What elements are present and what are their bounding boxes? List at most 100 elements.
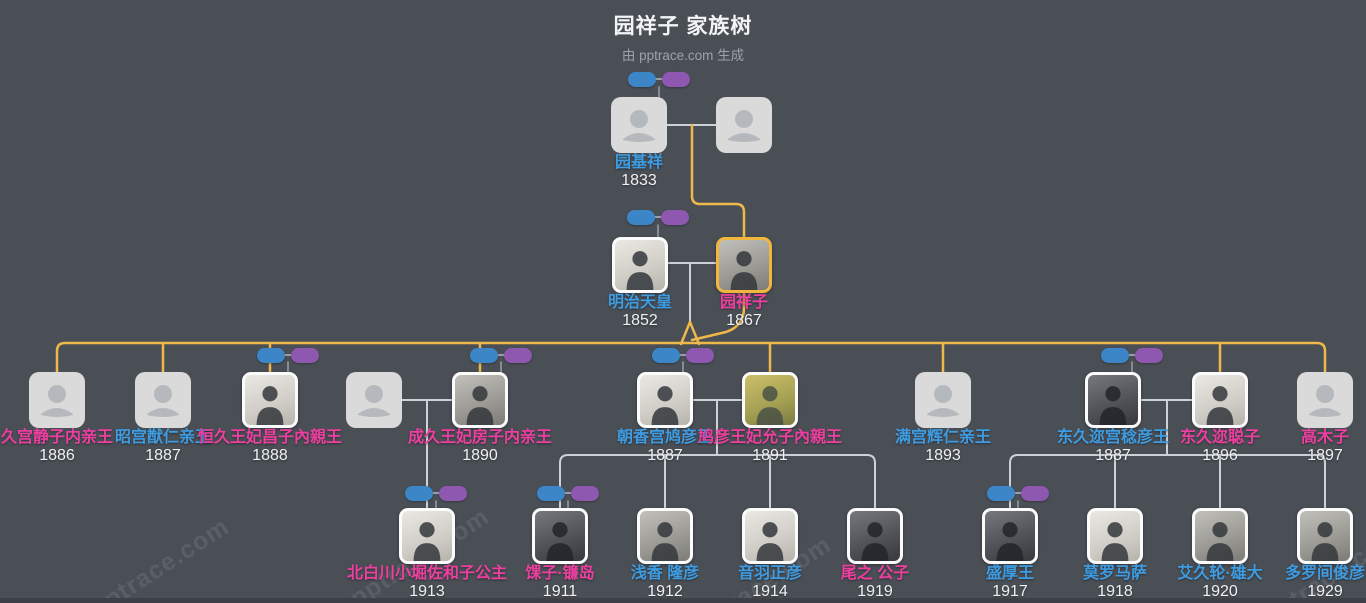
add-male-chip[interactable] bbox=[405, 486, 433, 501]
person-photo-placeholder[interactable] bbox=[611, 97, 667, 153]
person-photo[interactable] bbox=[742, 508, 798, 564]
portrait-photo-silhouette bbox=[1099, 386, 1127, 425]
add-male-chip[interactable] bbox=[652, 348, 680, 363]
person-birth-year: 1867 bbox=[726, 312, 762, 329]
add-female-chip[interactable] bbox=[439, 486, 467, 501]
person-name: 园基祥 bbox=[614, 154, 664, 171]
person-photo[interactable] bbox=[399, 508, 455, 564]
add-female-chip[interactable] bbox=[686, 348, 714, 363]
person-photo[interactable] bbox=[982, 508, 1038, 564]
chip-connector-bar bbox=[1011, 492, 1025, 494]
person-photo[interactable] bbox=[716, 237, 772, 293]
person-birth-year: 1919 bbox=[857, 583, 893, 600]
person-photo[interactable] bbox=[532, 508, 588, 564]
portrait-photo-silhouette bbox=[1206, 522, 1234, 561]
person-photo[interactable] bbox=[637, 372, 693, 428]
add-male-chip[interactable] bbox=[627, 210, 655, 225]
portrait-photo-silhouette bbox=[730, 251, 758, 290]
add-male-chip[interactable] bbox=[257, 348, 285, 363]
person-photo-placeholder[interactable] bbox=[29, 372, 85, 428]
person-birth-year: 1918 bbox=[1097, 583, 1133, 600]
connector-line bbox=[1009, 454, 1326, 509]
add-female-chip[interactable] bbox=[662, 72, 690, 87]
person-photo[interactable] bbox=[1085, 372, 1141, 428]
lineage-connector-line bbox=[690, 289, 746, 342]
add-male-chip[interactable] bbox=[628, 72, 656, 87]
person-photo[interactable] bbox=[1192, 508, 1248, 564]
lineage-connector-line bbox=[55, 341, 1327, 374]
person-birth-year: 1833 bbox=[621, 172, 657, 189]
person-node bbox=[346, 372, 402, 428]
portrait-photo-silhouette bbox=[413, 522, 441, 561]
person-photo-placeholder[interactable] bbox=[915, 372, 971, 428]
portrait-photo-silhouette bbox=[546, 522, 574, 561]
person-placeholder-icon bbox=[927, 385, 959, 417]
person-photo[interactable] bbox=[452, 372, 508, 428]
person-photo-placeholder[interactable] bbox=[135, 372, 191, 428]
person-photo-placeholder[interactable] bbox=[346, 372, 402, 428]
person-photo[interactable] bbox=[637, 508, 693, 564]
person-name: 浅香 隆彦 bbox=[630, 565, 700, 582]
add-male-chip[interactable] bbox=[987, 486, 1015, 501]
portrait-photo-silhouette bbox=[1101, 522, 1129, 561]
chip-connector-bar bbox=[561, 492, 575, 494]
page-subtitle: 由 pptrace.com 生成 bbox=[621, 48, 745, 63]
person-name: 园祥子 bbox=[719, 294, 769, 311]
add-female-chip[interactable] bbox=[291, 348, 319, 363]
add-female-chip[interactable] bbox=[661, 210, 689, 225]
horizontal-scrollbar[interactable] bbox=[0, 598, 1366, 603]
person-placeholder-icon bbox=[1309, 385, 1341, 417]
person-birth-year: 1912 bbox=[647, 583, 683, 600]
add-female-chip[interactable] bbox=[571, 486, 599, 501]
add-female-chip[interactable] bbox=[1021, 486, 1049, 501]
lineage-connector-line bbox=[679, 320, 692, 346]
person-name: 高木子 bbox=[1300, 429, 1350, 446]
person-placeholder-icon bbox=[41, 385, 73, 417]
person-name: 昭宫猷仁亲王 bbox=[114, 429, 212, 446]
person-birth-year: 1887 bbox=[145, 447, 181, 464]
person-name: 艾久轮·雄大 bbox=[1177, 565, 1263, 582]
chip-connector-bar bbox=[651, 216, 665, 218]
page-title: 园祥子 家族树 bbox=[613, 15, 753, 38]
person-photo[interactable] bbox=[742, 372, 798, 428]
add-female-chip[interactable] bbox=[1135, 348, 1163, 363]
person-photo[interactable] bbox=[1087, 508, 1143, 564]
add-male-chip[interactable] bbox=[470, 348, 498, 363]
person-photo-placeholder[interactable] bbox=[1297, 372, 1353, 428]
person-name: 明治天皇 bbox=[607, 294, 673, 311]
person-photo[interactable] bbox=[1297, 508, 1353, 564]
portrait-photo-silhouette bbox=[466, 386, 494, 425]
add-parents-chip-pair bbox=[628, 72, 690, 87]
portrait-photo-silhouette bbox=[651, 522, 679, 561]
person-name: 盛厚王 bbox=[985, 565, 1035, 582]
person-photo[interactable] bbox=[1192, 372, 1248, 428]
person-photo[interactable] bbox=[847, 508, 903, 564]
portrait-photo-silhouette bbox=[756, 522, 784, 561]
add-male-chip[interactable] bbox=[537, 486, 565, 501]
person-name: 成久王妃房子内亲王 bbox=[407, 429, 553, 446]
person-photo[interactable] bbox=[242, 372, 298, 428]
add-female-chip[interactable] bbox=[504, 348, 532, 363]
chip-connector-bar bbox=[1125, 354, 1139, 356]
person-name: 满宫辉仁亲王 bbox=[894, 429, 992, 446]
add-male-chip[interactable] bbox=[1101, 348, 1129, 363]
person-photo-placeholder[interactable] bbox=[716, 97, 772, 153]
portrait-photo-silhouette bbox=[1311, 522, 1339, 561]
person-photo[interactable] bbox=[612, 237, 668, 293]
